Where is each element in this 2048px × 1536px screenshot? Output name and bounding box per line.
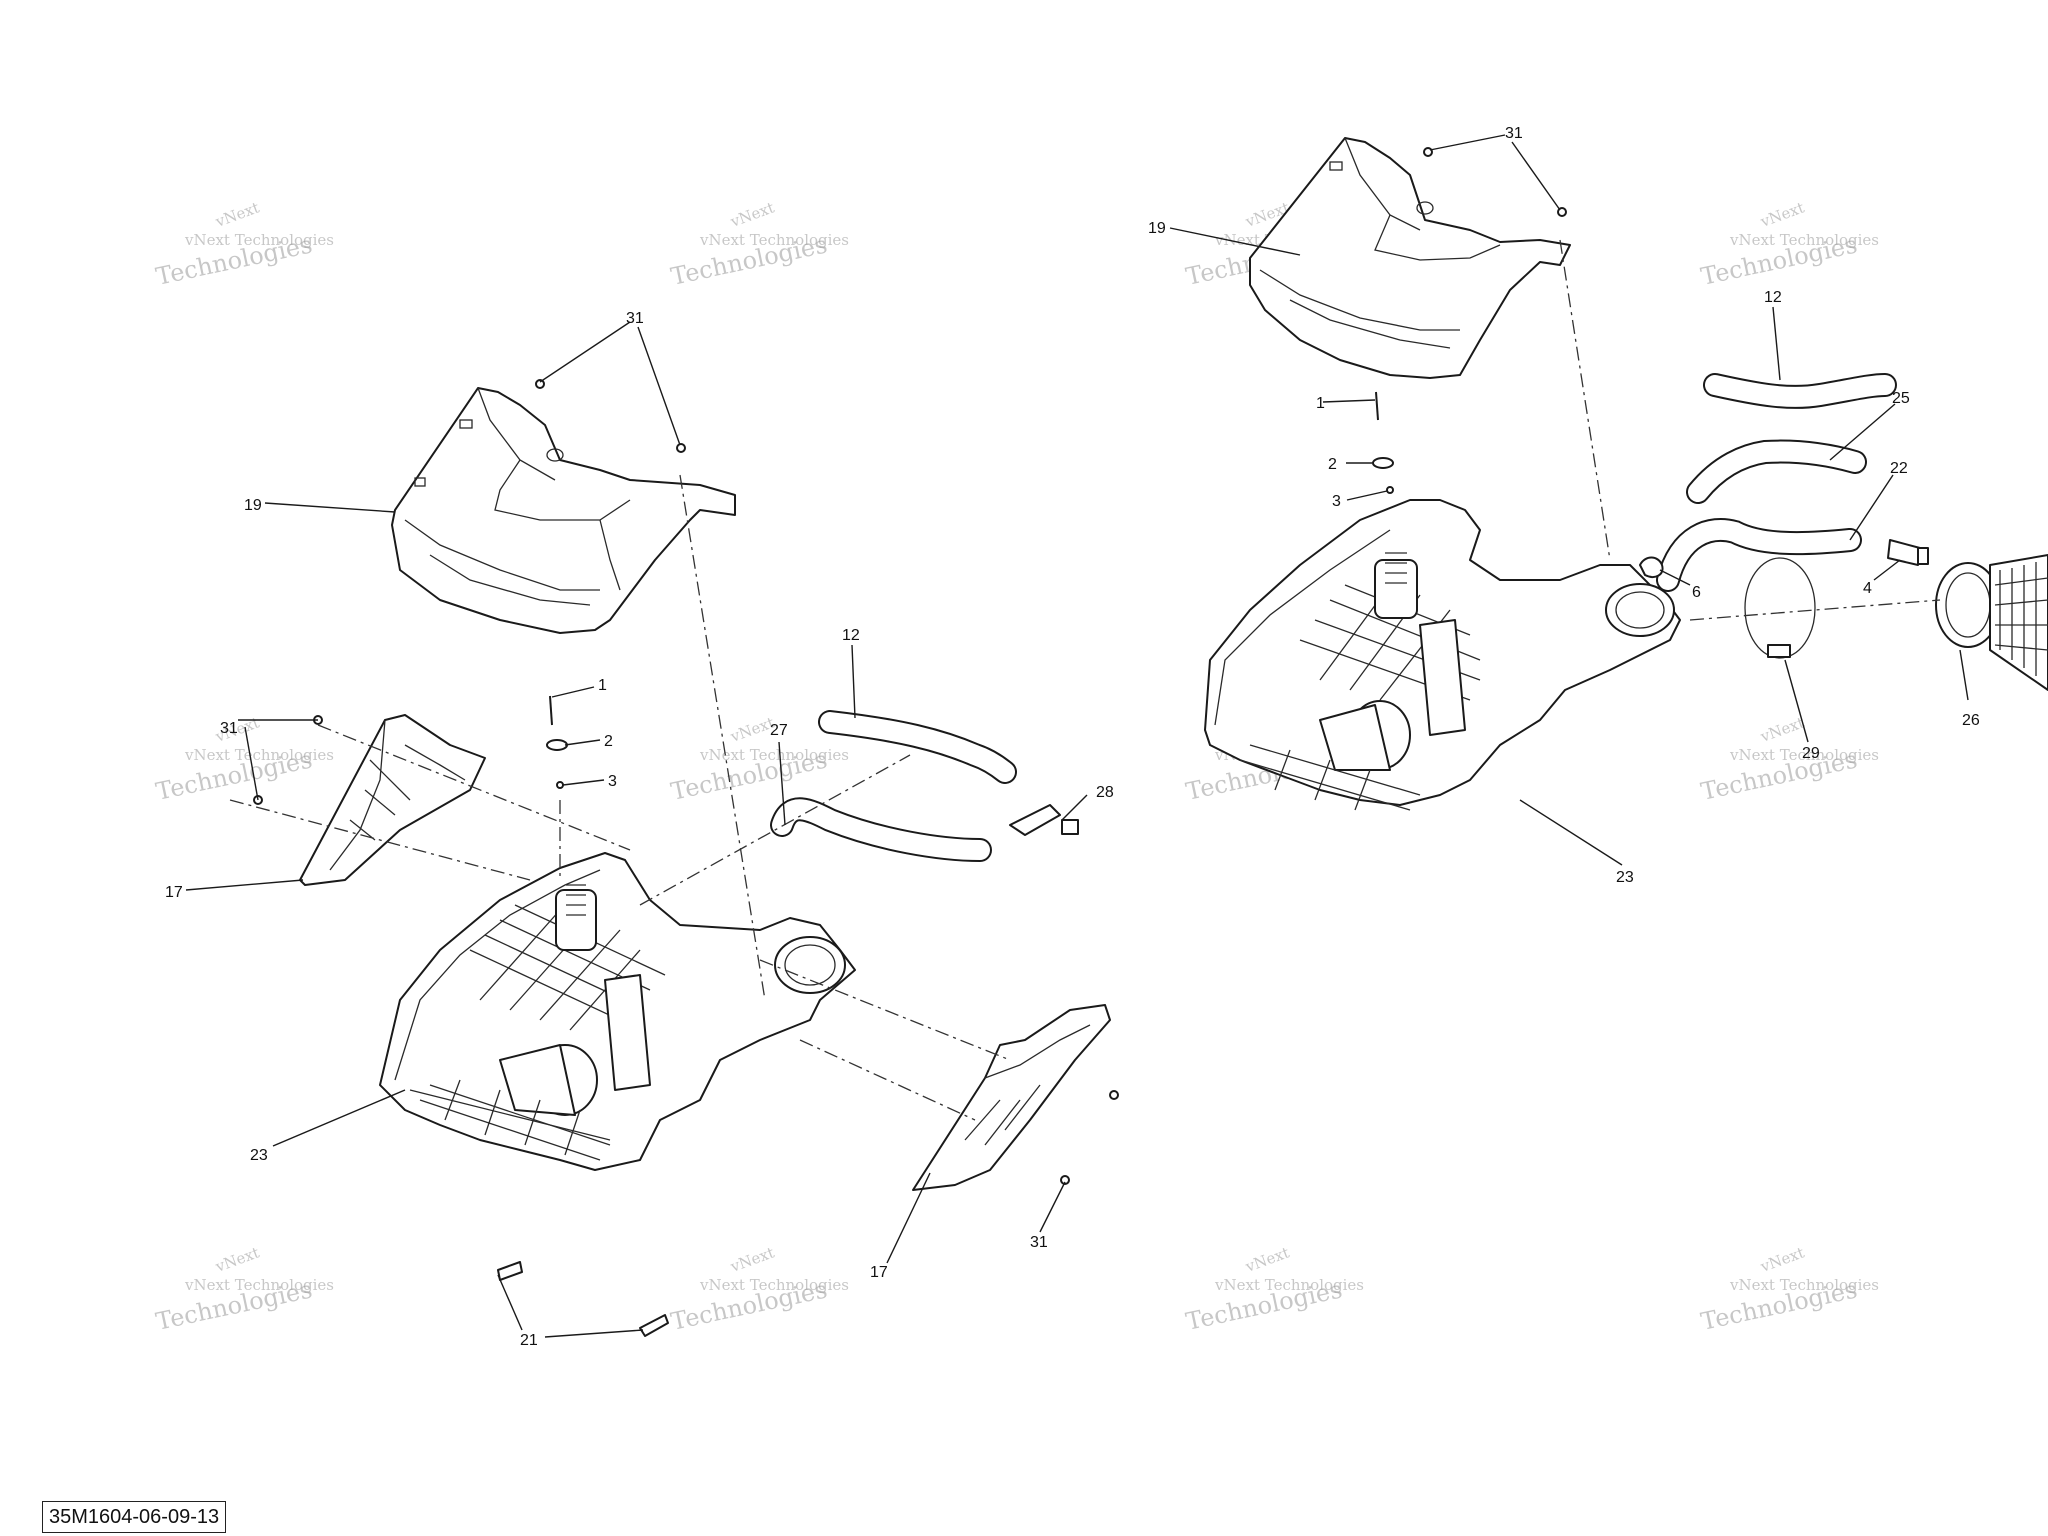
watermark-text: vNext Technologies <box>1729 1276 1879 1294</box>
part-25-hose <box>1686 439 1867 504</box>
part-19-upper-cover-left <box>391 387 736 634</box>
callout-19-right: 19 <box>1148 220 1166 237</box>
part-27-hose-left <box>770 797 992 862</box>
watermark-text: vNext Technologies <box>1729 231 1879 249</box>
callout-4: 4 <box>1863 580 1872 597</box>
callout-6: 6 <box>1692 584 1701 601</box>
assembly-lines-right <box>1559 239 1941 621</box>
callout-22: 22 <box>1890 460 1908 477</box>
callout-21: 21 <box>520 1332 538 1349</box>
part-12-hose-left <box>818 710 1017 784</box>
callout-23-right: 23 <box>1616 869 1634 886</box>
callout-31-left-mid: 31 <box>220 720 238 737</box>
callout-12-left: 12 <box>842 627 860 644</box>
callout-31-right: 31 <box>1505 125 1523 142</box>
part-21-strips <box>497 1261 669 1337</box>
watermark-text: vNext Technologies <box>699 231 849 249</box>
screws-31-right <box>1423 147 1567 217</box>
callout-2-left: 2 <box>604 733 613 750</box>
callout-12-right: 12 <box>1764 289 1782 306</box>
part-4-fitting <box>1887 539 1929 566</box>
callout-3-right: 3 <box>1332 493 1341 510</box>
watermark-text: vNext <box>1757 198 1806 231</box>
part-17-lower-panel-left <box>912 1004 1111 1191</box>
watermark-text: vNext <box>1757 1243 1806 1276</box>
watermark-text: vNext <box>212 198 261 231</box>
part-28-fitting <box>1009 804 1079 836</box>
watermark-text: vNext <box>212 1243 261 1276</box>
part-12-hose-right <box>1703 373 1897 409</box>
callout-25: 25 <box>1892 390 1910 407</box>
part-26-air-filter <box>1935 554 2048 691</box>
part-29-band-clamp <box>1744 557 1816 659</box>
hardware-stack-left <box>546 695 568 789</box>
hardware-stack-right <box>1372 391 1394 494</box>
watermark-text: vNext <box>1757 713 1806 746</box>
drawing-code-label: 35M1604-06-09-13 <box>42 1501 227 1533</box>
callout-3-left: 3 <box>608 773 617 790</box>
watermark-text: vNext Technologies <box>1214 1276 1364 1294</box>
callout-26: 26 <box>1962 712 1980 729</box>
callout-1-left: 1 <box>598 677 607 694</box>
callout-23-left: 23 <box>250 1147 268 1164</box>
callout-17-left: 17 <box>165 884 183 901</box>
watermark-text: vNext <box>1242 1243 1291 1276</box>
watermark-text: vNext <box>727 198 776 231</box>
callout-31-left-top: 31 <box>626 310 644 327</box>
callout-19-left: 19 <box>244 497 262 514</box>
callout-31-left-bottom: 31 <box>1030 1234 1048 1251</box>
part-17-side-panel-left <box>299 714 486 886</box>
callout-28: 28 <box>1096 784 1114 801</box>
part-6-clamp <box>1639 556 1664 578</box>
callout-1-right: 1 <box>1316 395 1325 412</box>
callout-labels: 31 19 1 2 3 12 27 28 31 17 23 31 17 21 3… <box>165 125 1980 1349</box>
callout-27: 27 <box>770 722 788 739</box>
part-19-upper-cover-right <box>1249 137 1571 379</box>
assembly-lines-left <box>229 474 1011 1121</box>
watermark-text: vNext Technologies <box>184 231 334 249</box>
leader-lines <box>185 134 1969 1338</box>
part-22-hose <box>1656 518 1862 592</box>
watermark-text: vNext <box>727 1243 776 1276</box>
watermark-text: vNext Technologies <box>699 746 849 764</box>
callout-29: 29 <box>1802 745 1820 762</box>
callout-2-right: 2 <box>1328 456 1337 473</box>
part-23-airbox-base-left <box>379 852 856 1171</box>
callout-17-lower: 17 <box>870 1264 888 1281</box>
watermark-text: vNext Technologies <box>699 1276 849 1294</box>
screws-31-left <box>253 379 1119 1185</box>
watermark-text: vNext Technologies <box>184 746 334 764</box>
watermark-text: vNext Technologies <box>1729 746 1879 764</box>
part-23-airbox-base-right <box>1204 499 1681 811</box>
watermark-text: vNext Technologies <box>184 1276 334 1294</box>
